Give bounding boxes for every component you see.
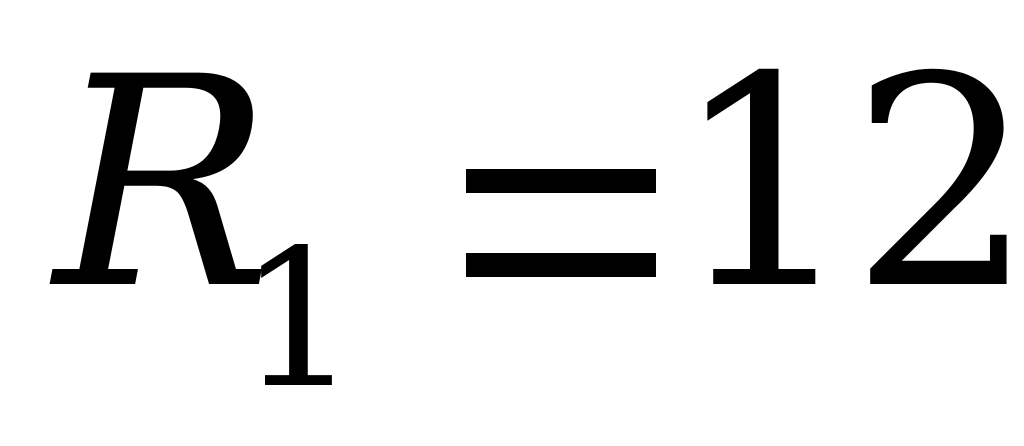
- value-number: 12: [672, 16, 1024, 353]
- equals-bar-bottom: [466, 253, 656, 277]
- variable-subscript: 1: [238, 209, 359, 430]
- equals-bar-top: [466, 169, 656, 193]
- equals-sign: [466, 169, 656, 277]
- variable-symbol: R: [54, 16, 273, 353]
